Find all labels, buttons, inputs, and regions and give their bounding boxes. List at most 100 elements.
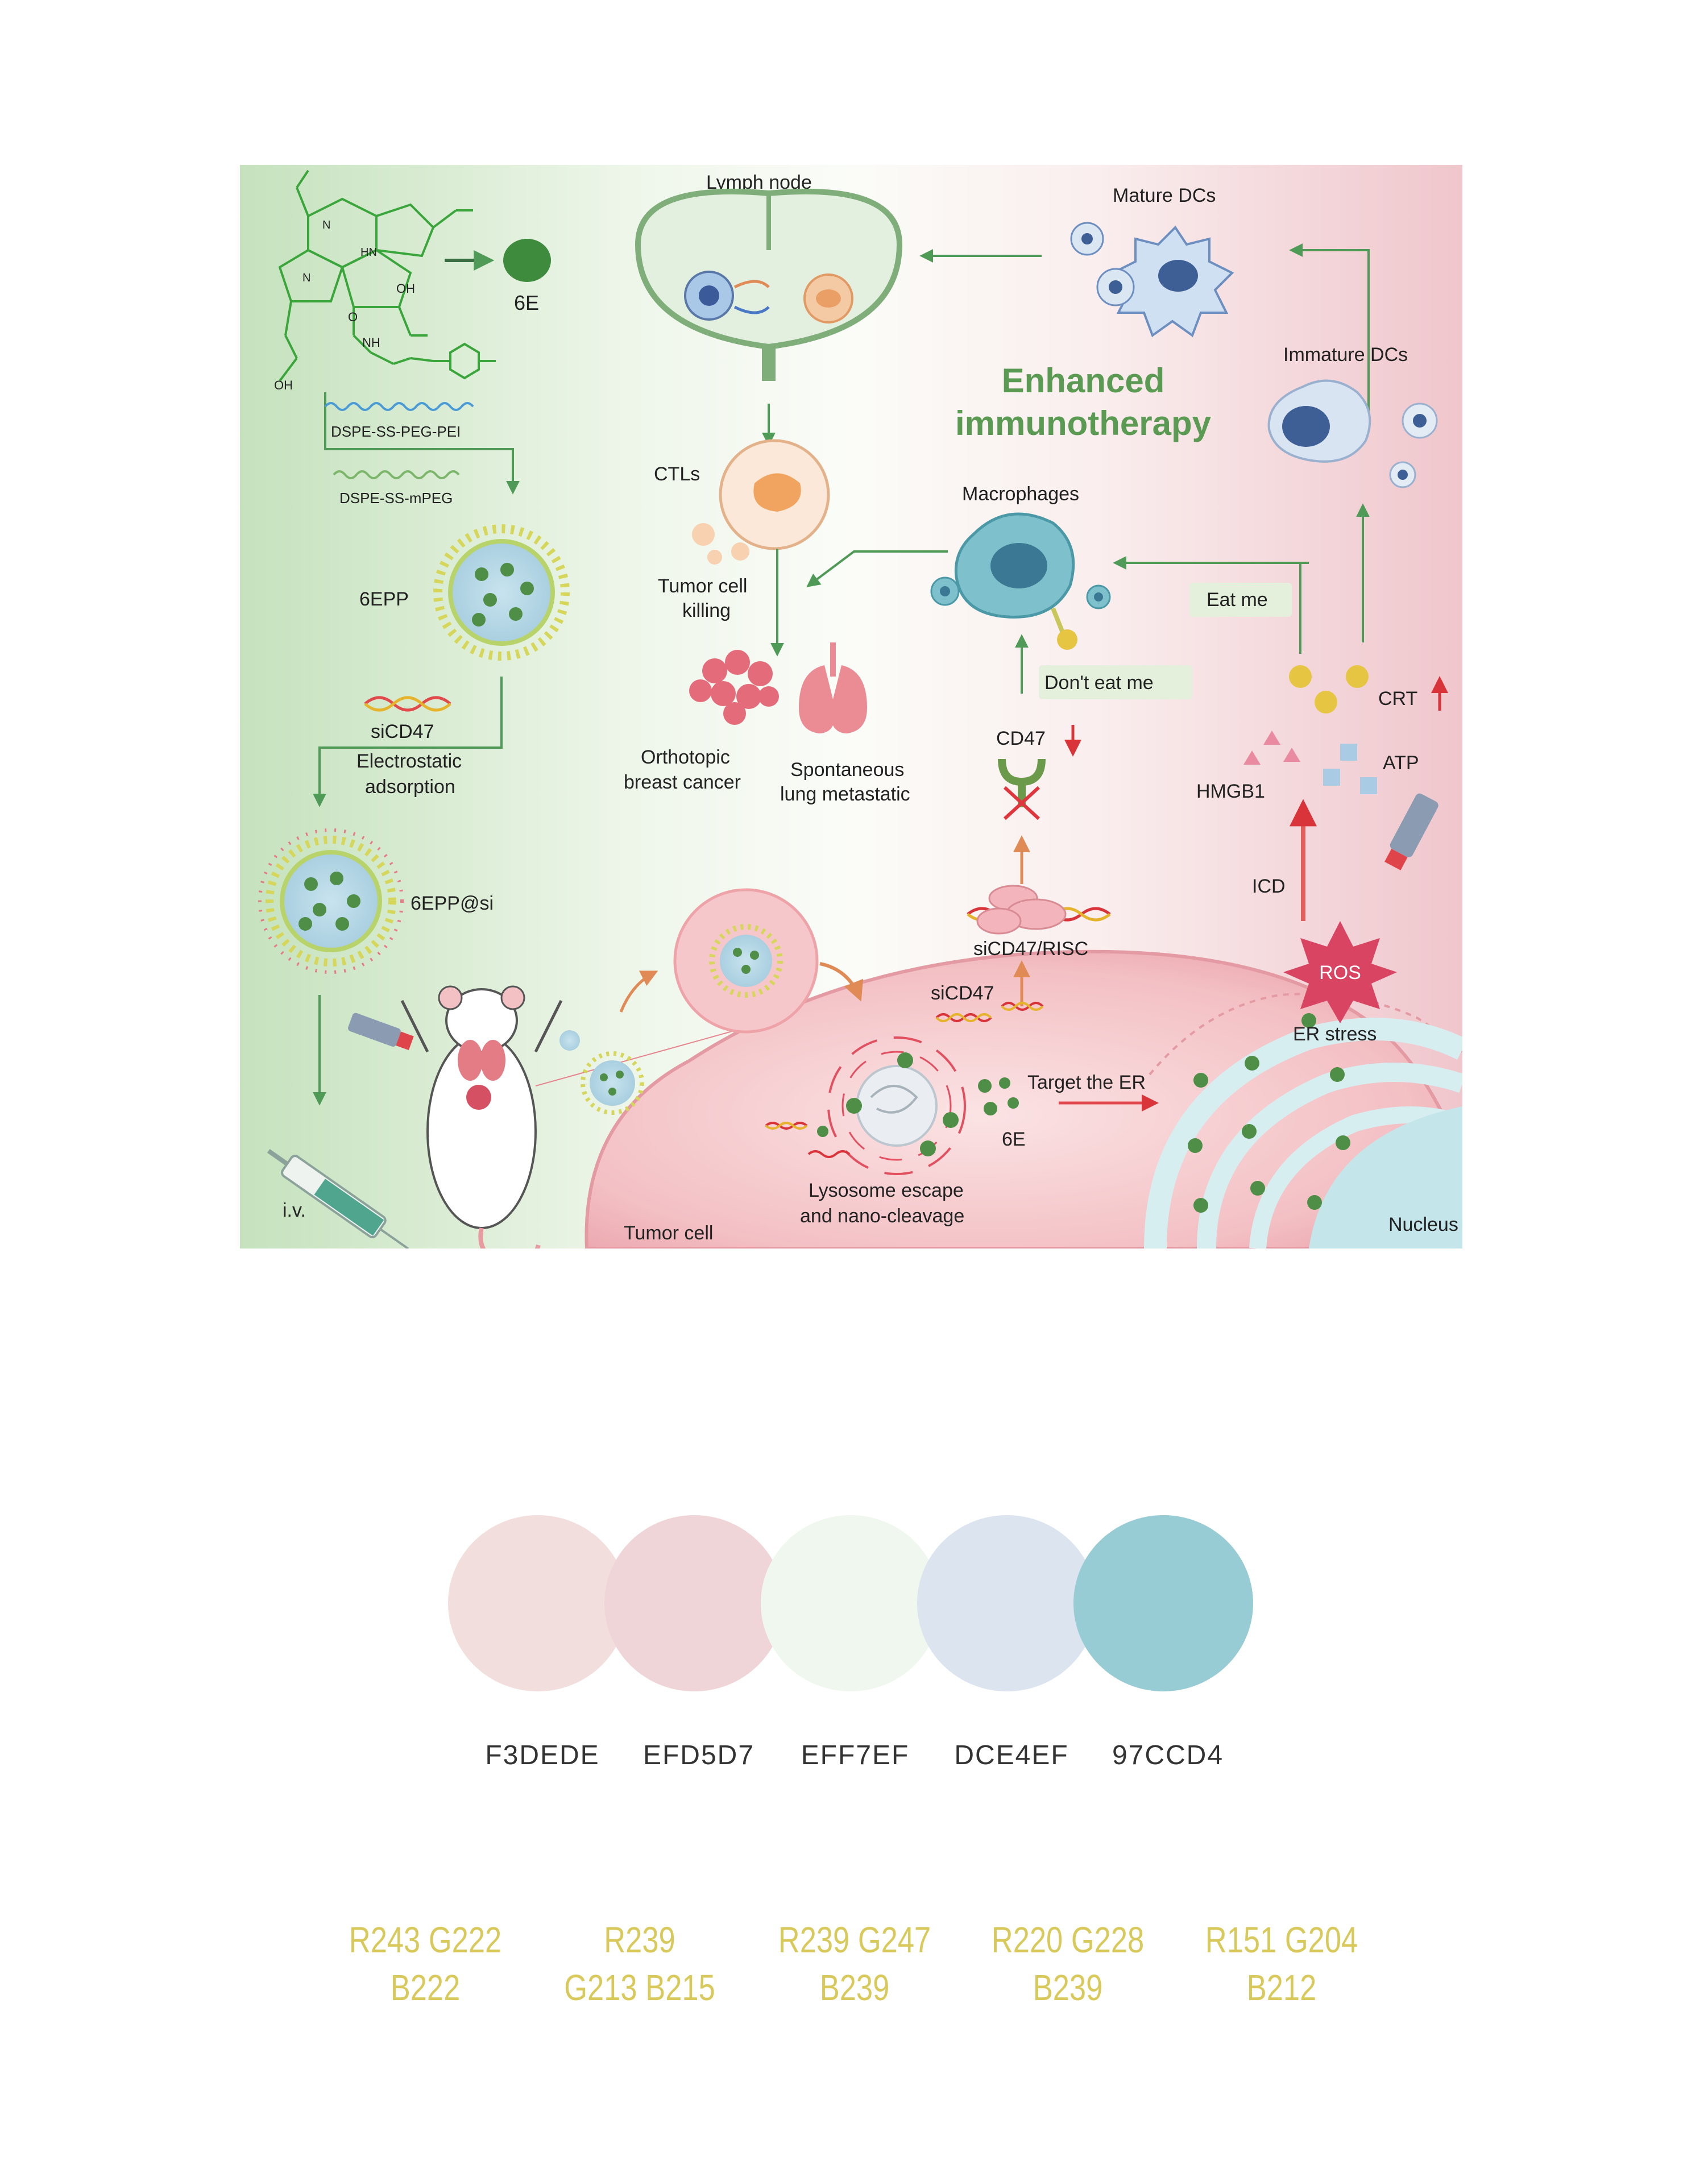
flow-line-to-6epp-si	[313, 677, 503, 807]
rgb-label-1-line2: B222	[390, 1967, 461, 2008]
label-icd: ICD	[1252, 876, 1286, 897]
label-mature-dcs: Mature DCs	[1113, 185, 1216, 206]
ctl-cells	[692, 439, 830, 565]
immature-dc-cells	[1267, 379, 1438, 488]
label-6epp: 6EPP	[359, 588, 409, 610]
rgb-label-2-line1: R239	[604, 1919, 675, 1960]
hex-label-2: EFD5D7	[642, 1740, 755, 1770]
atom-n-bottom: N	[302, 272, 310, 284]
label-tumor-killing-2: killing	[682, 600, 731, 621]
label-sicd47-left: siCD47	[371, 721, 434, 743]
label-immature-dcs: Immature DCs	[1283, 344, 1408, 366]
rgb-label-1: R243 G222 B222	[337, 1916, 514, 2011]
label-spontaneous-2: lung metastatic	[780, 783, 910, 805]
dont-eat-me-box	[1039, 665, 1192, 699]
label-lysosome-2: and nano-cleavage	[800, 1205, 964, 1227]
label-nucleus: Nucleus	[1388, 1214, 1458, 1235]
arrow-to-lysosome	[819, 962, 864, 1002]
rgb-label-2-line2: G213 B215	[564, 1967, 715, 2008]
structure-atoms: OH OH O NH N HN N	[274, 219, 415, 392]
atom-oh-right: OH	[396, 281, 415, 296]
arrow-immature-to-mature	[1289, 243, 1370, 421]
swatch-4	[917, 1515, 1097, 1691]
rgb-label-3-line2: B239	[819, 1967, 890, 2008]
hmgb1-molecules	[1243, 731, 1300, 765]
rgb-label-4-line2: B239	[1033, 1967, 1103, 2008]
laser-device-icon-left	[348, 1013, 414, 1051]
6epp-si-nanoparticle	[258, 828, 404, 974]
label-macrophages: Macrophages	[962, 483, 1079, 505]
rgb-label-3: R239 G247 B239	[766, 1916, 943, 2011]
label-ros: ROS	[1319, 962, 1361, 984]
rgb-label-4: R220 G228 B239	[979, 1916, 1156, 2011]
rgb-label-5-line2: B212	[1246, 1967, 1317, 2008]
label-orthotopic-2: breast cancer	[624, 772, 741, 793]
dspe-pei-wave	[324, 402, 474, 411]
label-crt: CRT	[1378, 688, 1417, 710]
flow-line-structure-to-6epp	[324, 392, 520, 495]
sicd47-helix-strand-a	[364, 696, 451, 712]
atom-o: O	[348, 310, 358, 324]
label-cd47: CD47	[996, 728, 1046, 749]
extracellular-nanoparticles	[559, 1030, 644, 1115]
er-structure	[1144, 1018, 1462, 1249]
arrow-entry	[619, 970, 658, 1013]
free-6e-particles	[978, 1077, 1019, 1115]
hex-label-1: F3DEDE	[485, 1740, 600, 1770]
label-orthotopic-1: Orthotopic	[641, 746, 730, 768]
label-dspe-pei: DSPE-SS-PEG-PEI	[331, 423, 461, 440]
er-membrane-outline	[1149, 993, 1462, 1076]
laser-device-icon-right	[1384, 793, 1438, 870]
sicd47-strands-mid	[935, 1002, 1044, 1022]
mouse-icon	[400, 985, 741, 1249]
nucleus-body	[1309, 1106, 1462, 1249]
swatch-2	[604, 1515, 784, 1691]
6e-particle	[503, 239, 551, 282]
label-lysosome-1: Lysosome escape	[809, 1180, 964, 1201]
crt-molecules	[1289, 665, 1369, 714]
title-immunotherapy: immunotherapy	[955, 404, 1212, 442]
label-6e-top: 6E	[514, 291, 539, 314]
atom-nh: NH	[362, 335, 380, 350]
rgb-label-2: R239 G213 B215	[551, 1916, 728, 2011]
label-hmgb1: HMGB1	[1196, 781, 1265, 802]
label-6e-mid: 6E	[1002, 1129, 1026, 1150]
label-6epp-si: 6EPP@si	[411, 893, 494, 914]
label-iv: i.v.	[283, 1200, 306, 1221]
eat-me-box	[1189, 583, 1292, 617]
atp-molecules	[1323, 744, 1377, 794]
ros-burst-icon	[1283, 921, 1397, 1023]
atom-hn: HN	[360, 246, 377, 259]
macrophage-cell	[930, 512, 1111, 650]
atom-oh-left: OH	[274, 378, 293, 392]
label-tumor-killing-1: Tumor cell	[658, 575, 747, 597]
mature-dc-cells	[1070, 222, 1234, 338]
free-sirna-strands	[765, 1122, 851, 1158]
label-tumor-cell: Tumor cell	[624, 1222, 713, 1244]
lungs-icon	[799, 642, 867, 733]
arrow-macrophage-to-killing	[806, 550, 948, 587]
hex-label-4: DCE4EF	[954, 1740, 1069, 1770]
hex-label-5: 97CCD4	[1112, 1740, 1224, 1770]
rgb-label-5: R151 G204 B212	[1193, 1916, 1370, 2011]
blocked-x-icon	[1003, 786, 1040, 820]
er-6e-dots	[1188, 1013, 1350, 1213]
mechanism-figure: OH OH O NH N HN N 6E DSPE-SS-PEG-PEI DSP…	[240, 165, 1462, 1249]
rgb-label-5-line1: R151 G204	[1205, 1919, 1358, 1960]
rgb-label-4-line1: R220 G228	[991, 1919, 1145, 1960]
lysosome-escape-icon	[827, 1036, 966, 1175]
swatch-3	[761, 1515, 940, 1691]
hex-label-3: EFF7EF	[801, 1740, 910, 1770]
label-electrostatic-1: Electrostatic	[356, 750, 462, 772]
chlorin-structure	[278, 169, 496, 382]
atom-n-top: N	[322, 219, 330, 231]
label-sicd47-risc: siCD47/RISC	[973, 938, 1088, 960]
breast-tumor-cluster	[689, 650, 779, 725]
label-target-er: Target the ER	[1027, 1072, 1146, 1093]
mechanism-diagram: OH OH O NH N HN N 6E DSPE-SS-PEG-PEI DSP…	[240, 165, 1462, 1249]
swatch-1	[448, 1515, 628, 1691]
tumor-cell-body	[584, 949, 1462, 1249]
label-ctls: CTLs	[654, 463, 700, 485]
rgb-label-3-line1: R239 G247	[778, 1919, 931, 1960]
dspe-mpeg-wave	[333, 470, 460, 479]
